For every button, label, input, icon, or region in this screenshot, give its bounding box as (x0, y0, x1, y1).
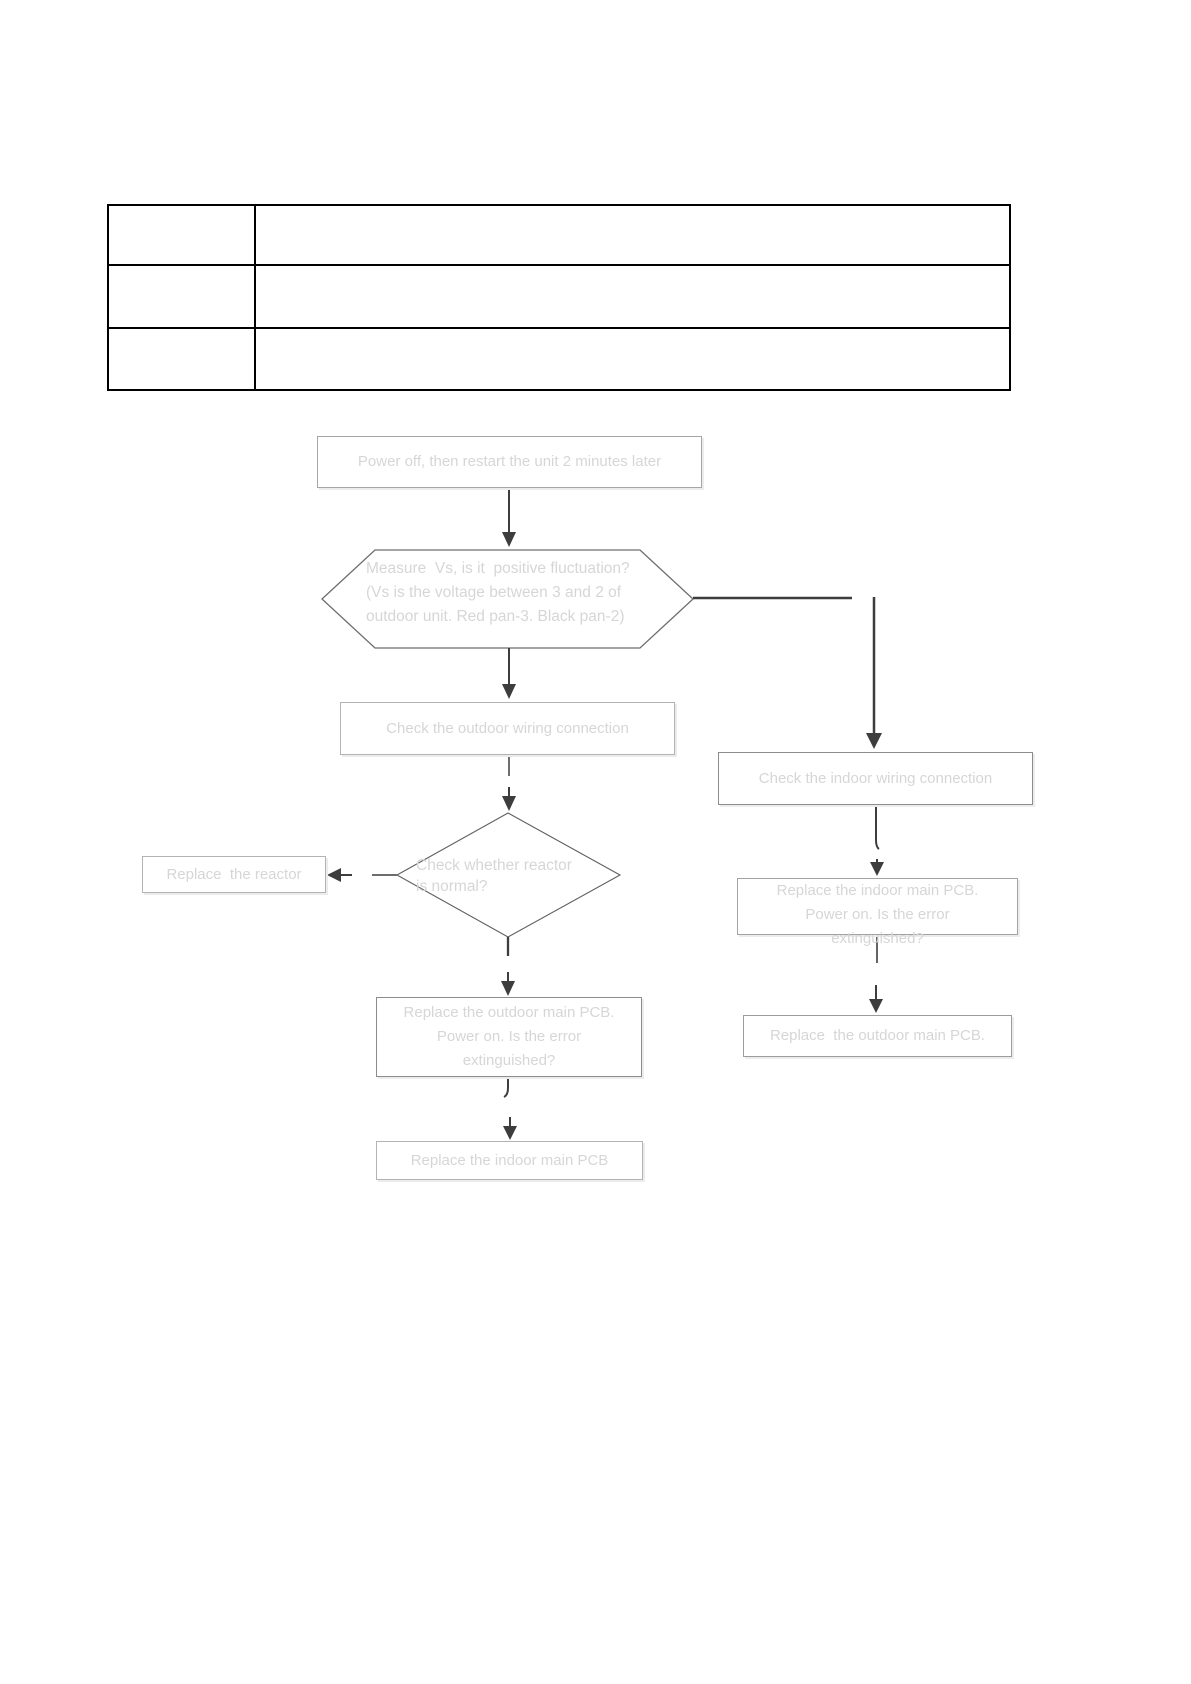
header-table (107, 204, 1011, 391)
node-check-outdoor-wiring: Check the outdoor wiring connection (340, 702, 675, 755)
node-replace-outdoor-pcb: Replace the outdoor main PCB. (743, 1015, 1012, 1057)
arrow-outdoor-wiring-to-diamond (502, 755, 516, 811)
node-label-line: Check whether reactor (416, 857, 572, 874)
node-replace-indoor-pcb: Replace the indoor main PCB (376, 1141, 643, 1180)
node-label-line: Measure Vs, is it positive fluctuation? (366, 560, 630, 577)
node-label: Replace the indoor main PCB (410, 1151, 609, 1169)
table-cell (254, 327, 1011, 391)
node-label-line: Power on. Is the error (436, 1028, 582, 1045)
node-label-line: Power on. Is the error (805, 906, 950, 923)
node-power-off: Power off, then restart the unit 2 minut… (317, 436, 702, 488)
node-label: Replace the outdoor main PCB. (769, 1027, 986, 1044)
node-replace-indoor-pcb-question: Replace the indoor main PCB. Power on. I… (737, 878, 1018, 947)
node-label-line: outdoor unit. Red pan-3. Black pan-2) (366, 608, 625, 625)
arrow-measure-to-indoor-wiring (693, 596, 882, 749)
table-cell (254, 204, 1011, 266)
node-label: Check the indoor wiring connection (758, 769, 993, 787)
table-cell (107, 327, 256, 391)
node-label-line: Replace the indoor main PCB. (776, 882, 979, 899)
node-label-line: Replace the outdoor main PCB. (403, 1004, 615, 1021)
node-label-line: extinguished? (831, 930, 924, 947)
node-measure-vs-label: Measure Vs, is it positive fluctuation? … (366, 557, 630, 629)
table-cell (107, 204, 256, 266)
node-replace-outdoor-pcb-question: Replace the outdoor main PCB. Power on. … (376, 997, 642, 1077)
node-replace-reactor: Replace the reactor (142, 856, 326, 893)
arrow-diamond-to-replace-reactor (327, 868, 397, 882)
arrow-measure-to-outdoor-wiring (502, 648, 516, 699)
node-label: Check the outdoor wiring connection (386, 719, 629, 737)
table-cell (107, 264, 256, 329)
arrow-outdoor-pcb-to-indoor-pcb (503, 1077, 517, 1140)
node-label-line: is normal? (416, 878, 488, 895)
node-label-line: extinguished? (462, 1052, 556, 1069)
node-label: Power off, then restart the unit 2 minut… (357, 453, 662, 470)
node-reactor-normal-label: Check whether reactor is normal? (416, 855, 572, 897)
node-label-line: (Vs is the voltage between 3 and 2 of (366, 584, 622, 601)
node-label: Replace the reactor (166, 865, 302, 883)
arrow-power-to-measure (502, 489, 516, 547)
table-cell (254, 264, 1011, 329)
arrow-diamond-to-outdoor-pcb (501, 937, 515, 996)
node-check-indoor-wiring: Check the indoor wiring connection (718, 752, 1033, 805)
arrow-indoor-wiring-to-indoor-pcb-q (870, 806, 884, 876)
